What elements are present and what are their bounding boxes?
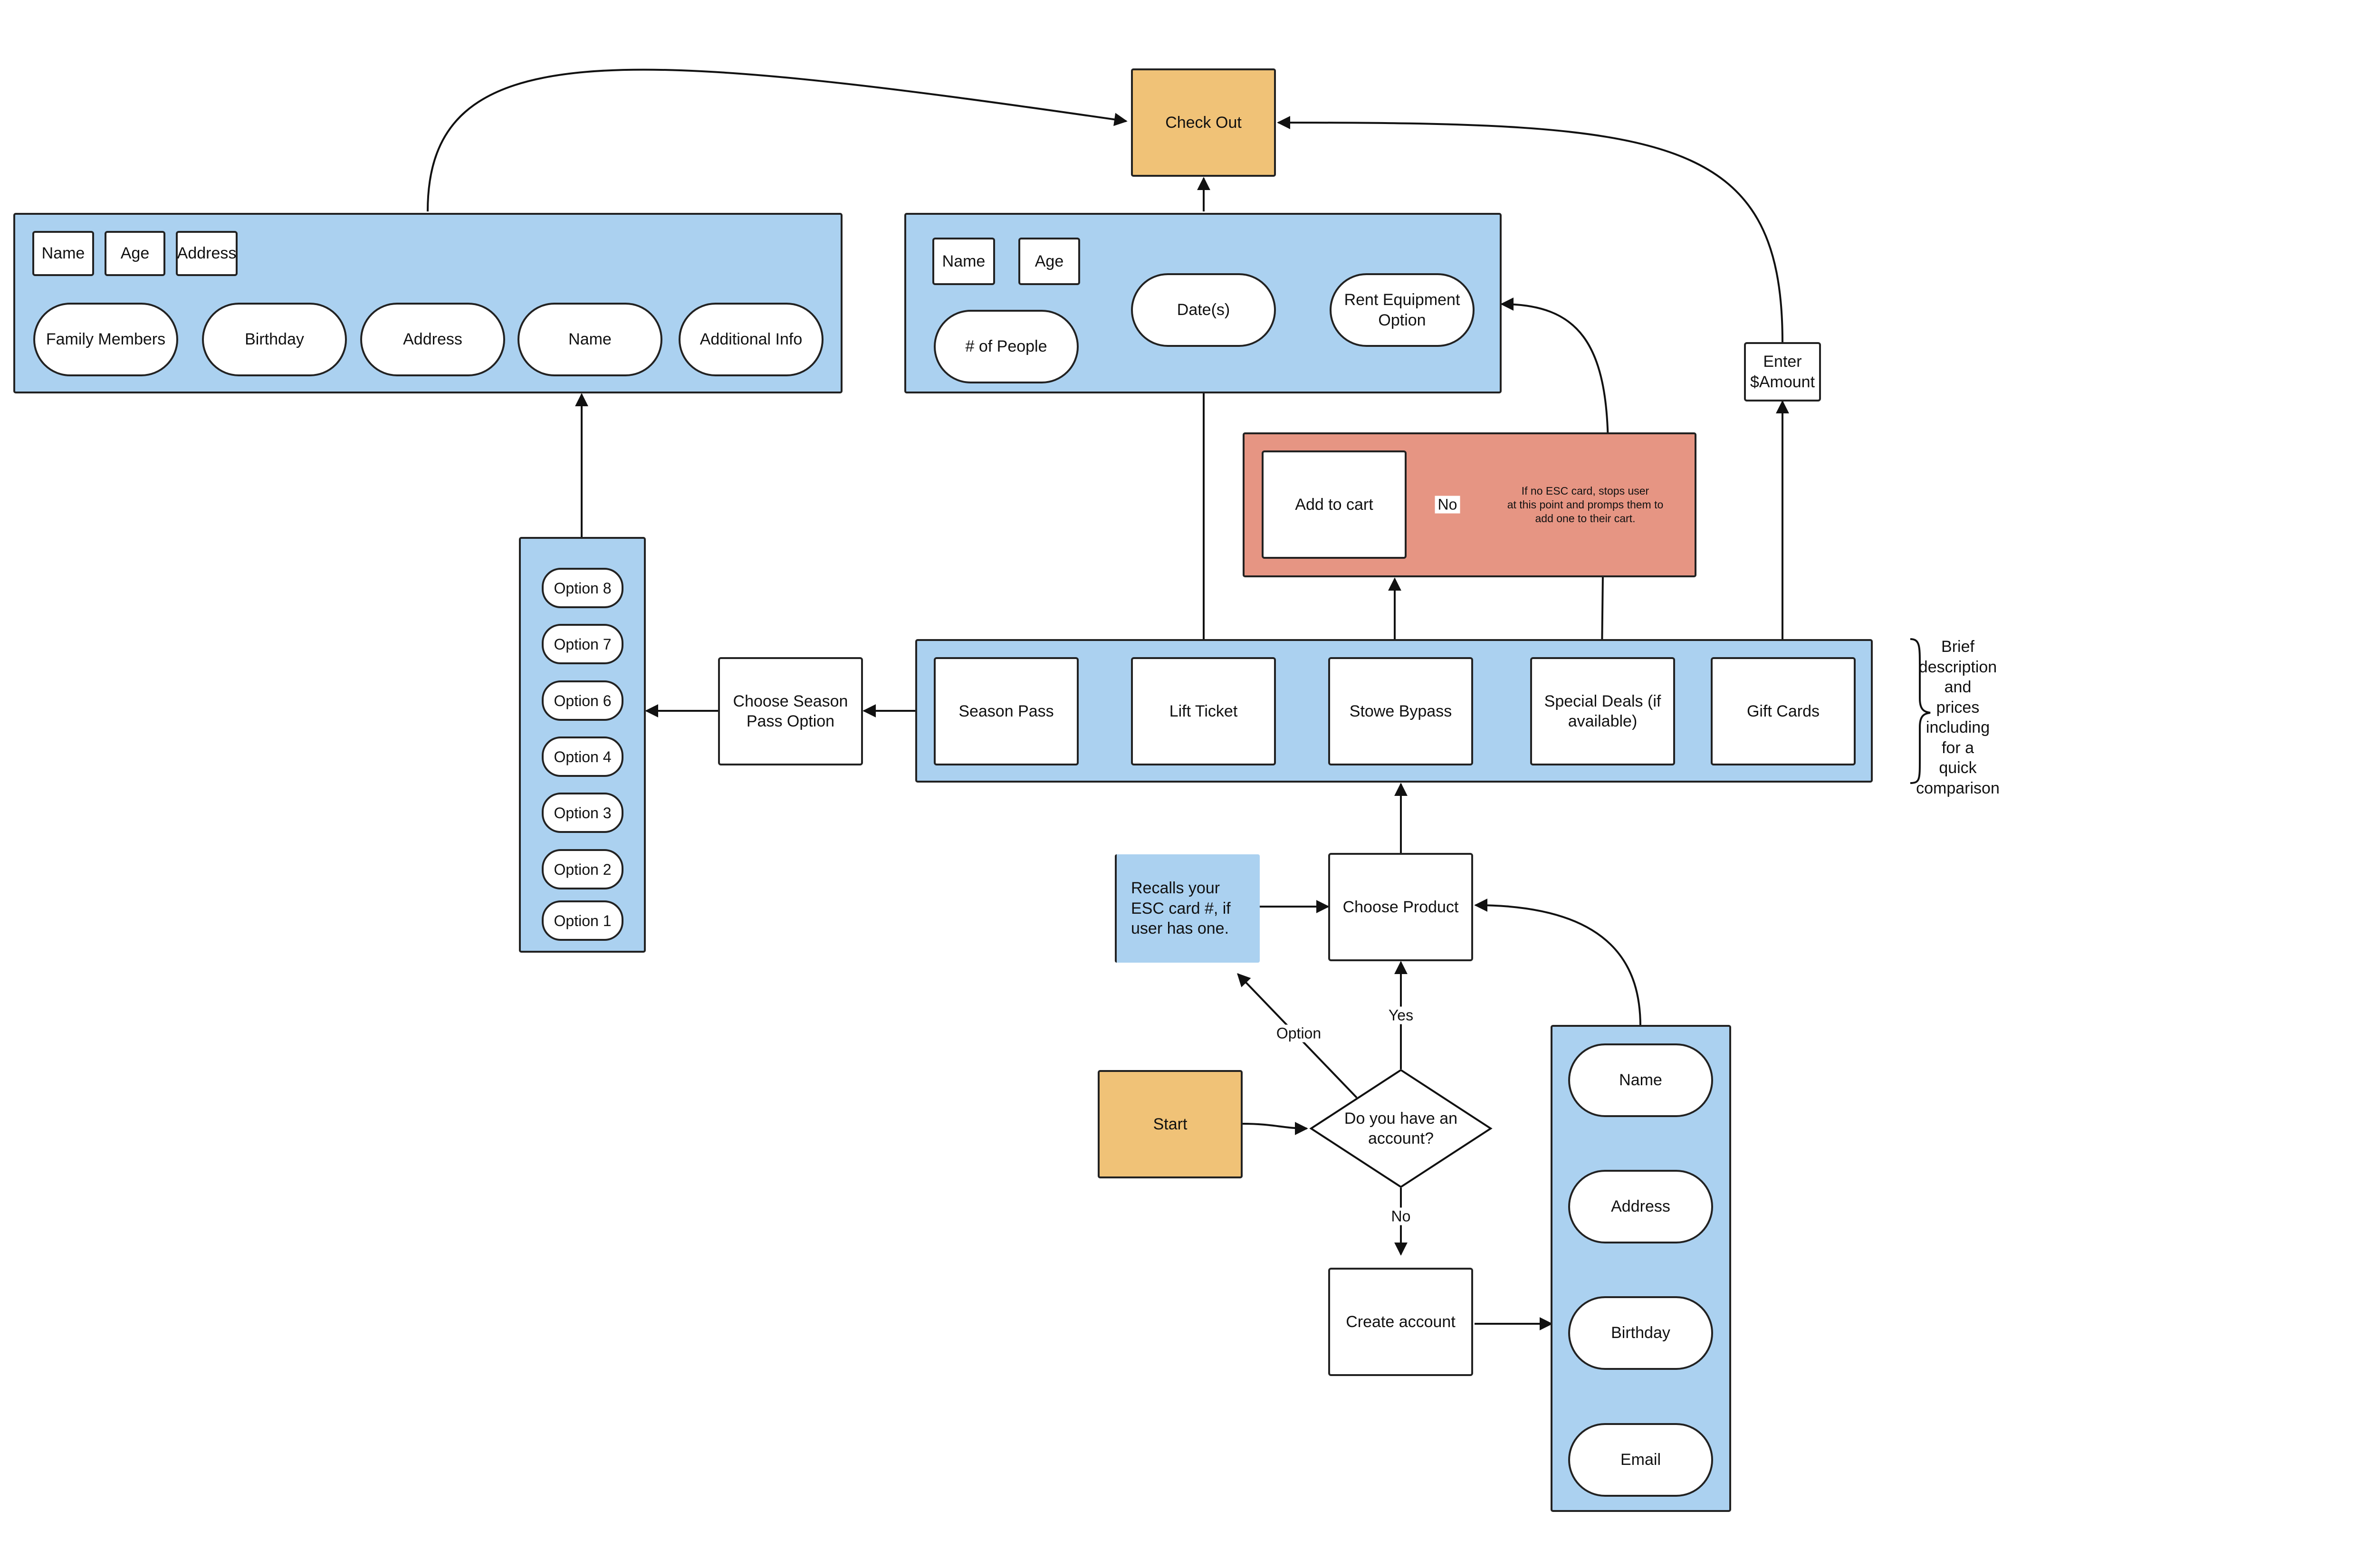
season-pass-option-item[interactable]: Option 8 — [542, 568, 623, 608]
family-birthday-pill: Birthday — [202, 303, 347, 376]
family-address-pill: Address — [360, 303, 505, 376]
edge-label-yes: Yes — [1385, 1006, 1417, 1024]
edge-family-to-checkout — [427, 68, 1128, 212]
product-lift-ticket[interactable]: Lift Ticket — [1131, 657, 1276, 765]
family-additional-info-pill: Additional Info — [679, 303, 824, 376]
start-node: Start — [1098, 1070, 1243, 1178]
signup-name-pill: Name — [1568, 1043, 1713, 1117]
add-to-cart-node: Add to cart — [1262, 450, 1407, 559]
edge-label-no-cart: No — [1435, 496, 1460, 514]
edge-label-no-account: No — [1388, 1207, 1414, 1225]
family-members-pill: Family Members — [33, 303, 178, 376]
edge-signup-to-chooseproduct — [1474, 899, 1641, 1027]
esc-card-check-text: If no ESC card, stops user at this point… — [1507, 485, 1664, 525]
checkout-node: Check Out — [1131, 68, 1276, 177]
details-age-field: Age — [1018, 238, 1080, 285]
decision-account-diamond — [1309, 1069, 1493, 1188]
family-age-field: Age — [105, 231, 165, 276]
family-address-field: Address — [176, 231, 238, 276]
season-pass-option-item[interactable]: Option 6 — [542, 680, 623, 721]
family-name-field: Name — [32, 231, 94, 276]
have-account-question: Do you have an account? — [1344, 1109, 1458, 1148]
edge-check-to-rent — [1500, 297, 1609, 451]
product-comparison-note: Brief description and prices including f… — [1916, 638, 2000, 797]
create-account-node: Create account — [1328, 1268, 1473, 1376]
season-pass-option-item[interactable]: Option 4 — [542, 736, 623, 777]
edge-start-to-account — [1242, 1121, 1308, 1135]
details-num-people-pill: # of People — [934, 310, 1079, 383]
details-name-field: Name — [932, 238, 995, 285]
signup-email-pill: Email — [1568, 1423, 1713, 1497]
season-pass-option-item[interactable]: Option 3 — [542, 793, 623, 833]
note-brace — [1910, 638, 1931, 784]
product-special-deals[interactable]: Special Deals (if available) — [1530, 657, 1675, 765]
details-rent-equipment-pill: Rent Equipment Option — [1330, 273, 1475, 347]
product-gift-cards[interactable]: Gift Cards — [1711, 657, 1856, 765]
season-pass-option-item[interactable]: Option 2 — [542, 849, 623, 889]
edge-amount-to-checkout — [1277, 116, 1783, 343]
details-dates-pill: Date(s) — [1131, 273, 1276, 347]
family-name-pill: Name — [517, 303, 662, 376]
edge-label-option: Option — [1273, 1024, 1324, 1042]
season-pass-option-item[interactable]: Option 7 — [542, 624, 623, 664]
choose-product-node: Choose Product — [1328, 853, 1473, 961]
signup-birthday-pill: Birthday — [1568, 1296, 1713, 1370]
product-stowe-bypass[interactable]: Stowe Bypass — [1328, 657, 1473, 765]
choose-season-pass-node: Choose Season Pass Option — [718, 657, 863, 765]
product-season-pass[interactable]: Season Pass — [934, 657, 1079, 765]
season-pass-option-item[interactable]: Option 1 — [542, 900, 623, 941]
recalls-esc-card-note: Recalls your ESC card #, if user has one… — [1115, 854, 1260, 963]
enter-amount-node: Enter $Amount — [1744, 342, 1821, 402]
signup-address-pill: Address — [1568, 1170, 1713, 1243]
